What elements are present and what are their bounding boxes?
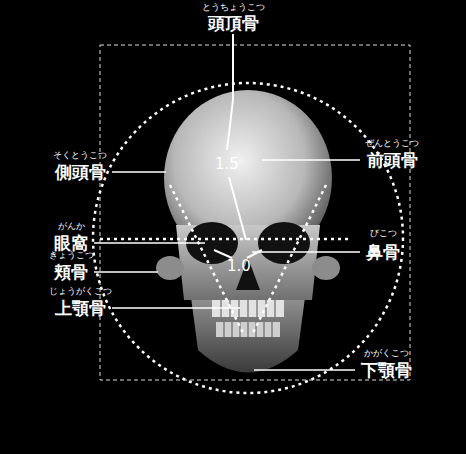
- furigana: がんか: [58, 222, 85, 232]
- bone-name: 鼻骨: [366, 243, 400, 262]
- skull: [156, 90, 340, 373]
- bone-name: 側頭骨: [55, 163, 106, 182]
- measure-lines: [214, 34, 262, 258]
- furigana: きょうこつ: [49, 251, 94, 261]
- furigana: かがくこつ: [364, 349, 409, 359]
- bone-name: 上顎骨: [55, 299, 106, 318]
- bone-name: 頭頂骨: [208, 14, 259, 33]
- bone-name: 下顎骨: [361, 361, 412, 380]
- proportion-guides: [93, 83, 403, 393]
- bone-name: 眼窩: [54, 234, 88, 253]
- leader-lines: [94, 160, 360, 370]
- frame-rect: [100, 45, 410, 380]
- bone-name: 頬骨: [54, 263, 88, 282]
- furigana: ぜんとうこつ: [365, 139, 419, 149]
- furigana: そくとうこつ: [53, 151, 107, 161]
- furigana: とうちょうこつ: [202, 3, 265, 13]
- bone-name: 前頭骨: [367, 151, 418, 170]
- ratio-number: 1.0: [227, 258, 251, 275]
- ratio-number: 1.5: [215, 156, 239, 173]
- furigana: じょうがくこつ: [49, 287, 112, 297]
- furigana: びこつ: [370, 229, 397, 239]
